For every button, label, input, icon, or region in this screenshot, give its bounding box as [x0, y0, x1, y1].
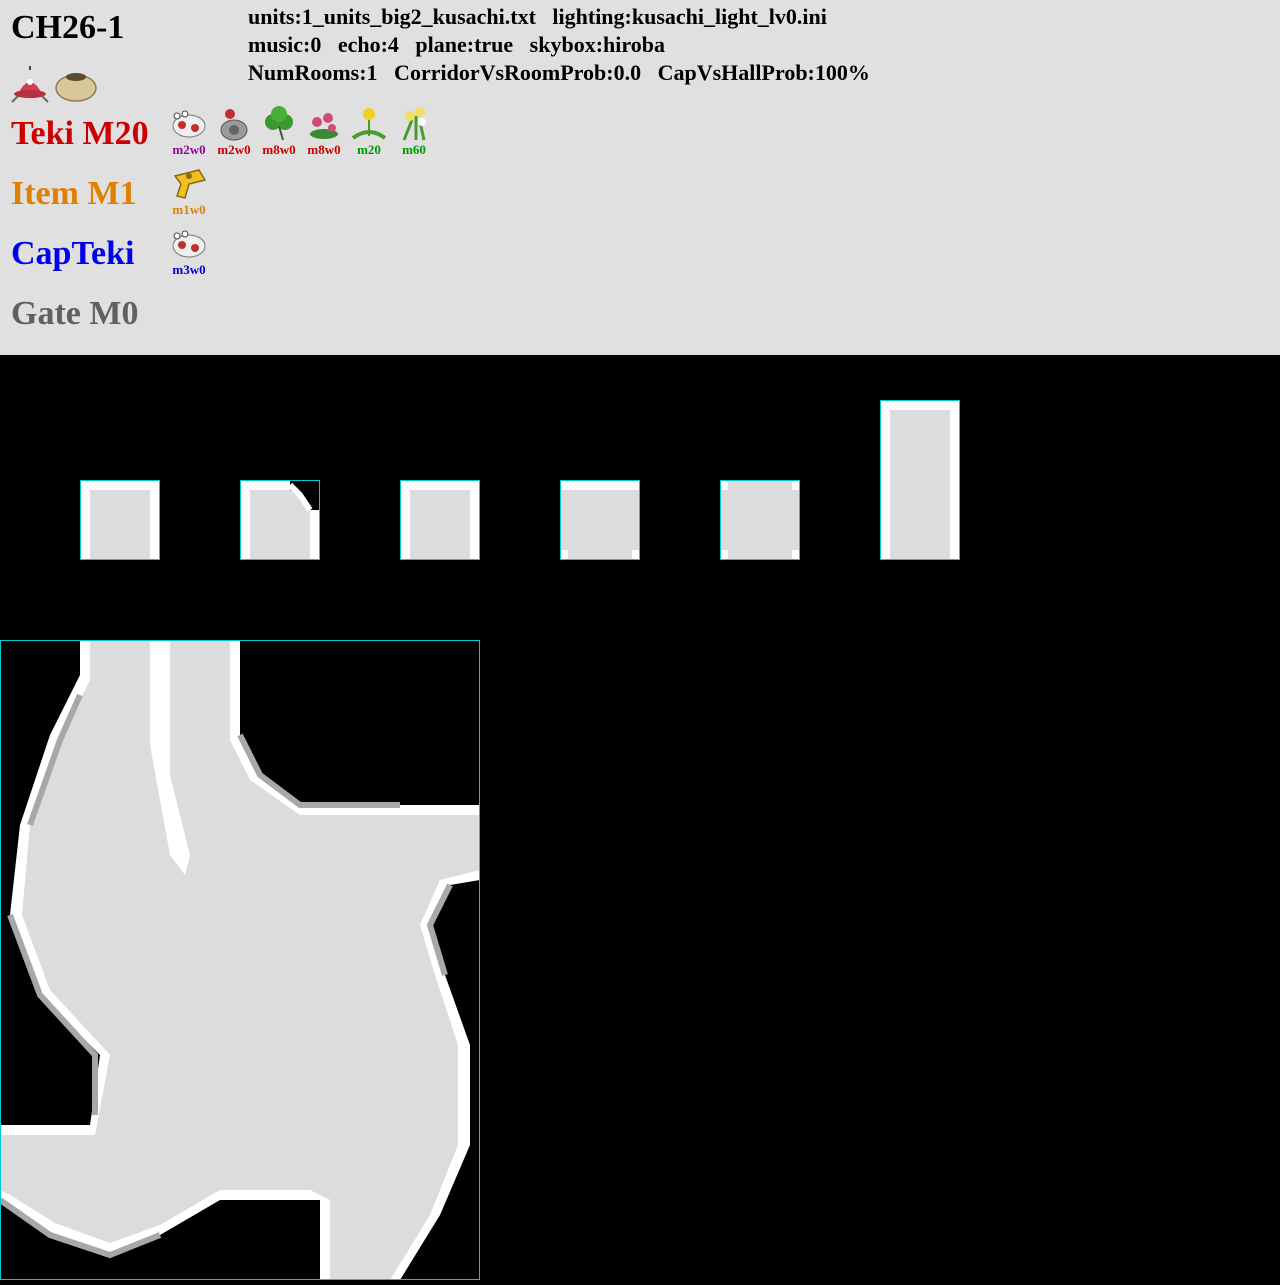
clay-pot-icon — [55, 73, 97, 102]
gate-label: Gate M0 — [11, 295, 139, 332]
info-line-rooms: NumRooms:1 CorridorVsRoomProb:0.0 CapVsH… — [248, 60, 870, 85]
yellow-flower-icon — [351, 108, 387, 140]
dwarf-bulborb-icon — [172, 110, 206, 138]
teki-weight: m8w0 — [307, 142, 341, 157]
capteki-label: CapTeki — [11, 235, 135, 272]
teki-entry: m2w0 — [213, 106, 255, 157]
cave-id: CH26-1 — [11, 9, 125, 46]
corridor-unit-6 — [880, 400, 960, 560]
teki-weight: m2w0 — [172, 142, 206, 157]
corridor-unit-5 — [720, 480, 800, 560]
teki-entry: m8w0 — [258, 106, 300, 157]
teki-label: Teki M20 — [11, 115, 149, 152]
teki-entry: m8w0 — [303, 106, 345, 157]
cave-map-canvas — [0, 400, 960, 1280]
daisy-bush-icon — [402, 107, 426, 141]
item-label: Item M1 — [11, 175, 137, 212]
teki-weight: m8w0 — [262, 142, 296, 157]
gold-treasure-icon — [173, 169, 207, 199]
teki-entry: m20 — [348, 106, 390, 157]
onion-ship-icon — [11, 66, 49, 103]
teki-weight: m20 — [357, 142, 381, 157]
teki-entry: m60 — [393, 106, 435, 157]
pink-flower-icon — [310, 113, 338, 139]
teki-weight: m2w0 — [217, 142, 251, 157]
dwarf-bulborb-icon — [172, 230, 206, 258]
teki-weight: m60 — [402, 142, 426, 157]
clover-icon — [265, 106, 293, 141]
shearwig-icon — [220, 109, 248, 141]
info-line-units: units:1_units_big2_kusachi.txt lighting:… — [248, 4, 827, 29]
corridor-unit-4 — [560, 480, 640, 560]
corridor-unit-2 — [240, 480, 320, 560]
corridor-unit-3 — [400, 480, 480, 560]
info-line-music: music:0 echo:4 plane:true skybox:hiroba — [248, 32, 665, 57]
big-room-unit — [0, 640, 480, 1280]
capteki-weight: m3w0 — [172, 262, 206, 277]
cave-map — [0, 355, 1280, 1280]
item-entry: m1w0 — [168, 166, 210, 217]
capteki-entry: m3w0 — [168, 226, 210, 277]
header-panel: CH26-1 units:1_units_big2_kusachi.txt li… — [0, 0, 1280, 355]
teki-entry: m2w0 — [168, 106, 210, 157]
item-weight: m1w0 — [172, 202, 206, 217]
corridor-unit-1 — [80, 480, 160, 560]
